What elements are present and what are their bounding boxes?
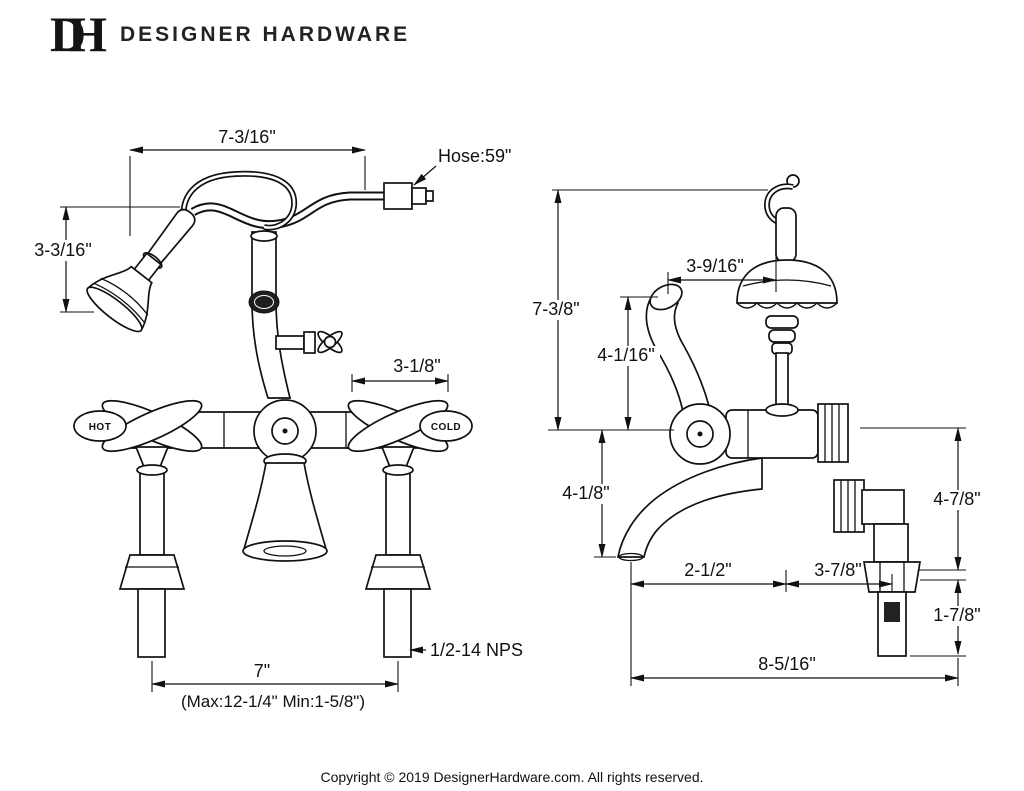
front-view: HOT COLD 7-3/16" Hose:59" 3-3/16" (31, 127, 523, 711)
dim-label-centers: 7" (254, 661, 270, 681)
side-shower-handle (775, 207, 797, 263)
dim-label-thread: 1/2-14 NPS (430, 640, 523, 660)
dim-label-total-height: 7-3/8" (532, 299, 579, 319)
dim-top-width: 7-3/16" (129, 127, 366, 236)
right-threaded-shank (383, 588, 412, 658)
shower-cradle (180, 170, 298, 233)
hot-label: HOT (89, 422, 112, 433)
dim-handle-width: 3-1/8" (351, 356, 449, 392)
dim-label-lower-height: 4-1/8" (562, 483, 609, 503)
cold-index-button (419, 410, 473, 442)
cold-handle: COLD (347, 399, 473, 453)
dim-label-handle-width: 3-1/8" (393, 356, 440, 376)
dim-spout-reach: 2-1/2" (630, 560, 787, 686)
center-escutcheon (253, 399, 317, 463)
header: DH DESIGNER HARDWARE (50, 6, 411, 62)
side-body-ridges (817, 403, 849, 463)
dim-label-spout-to-shank: 3-7/8" (814, 560, 861, 580)
callout-thread: 1/2-14 NPS (409, 640, 523, 660)
diverter-cross-handle (317, 330, 343, 354)
diverter-label-badge (248, 290, 280, 314)
side-threaded-shank (877, 591, 907, 657)
left-deck-flange (118, 554, 186, 590)
side-lever-handle (645, 283, 711, 414)
dim-label-centers-range: (Max:12-1/4" Min:1-5/8") (181, 692, 365, 711)
copyright-text: Copyright © 2019 DesignerHardware.com. A… (320, 769, 704, 785)
dim-lower-height: 4-1/8" (558, 429, 616, 558)
side-spout (616, 457, 763, 562)
dim-shank-length: 1-7/8" (910, 579, 990, 657)
shower-face (86, 286, 143, 333)
dim-head-height: 3-3/16" (31, 206, 180, 313)
hand-shower-hose (190, 182, 434, 230)
brand-name: DESIGNER HARDWARE (120, 22, 411, 46)
dim-right-height: 4-7/8" (860, 427, 990, 571)
brand-logo-icon: DH (50, 6, 107, 62)
side-shower-head (736, 259, 838, 304)
hand-shower (86, 208, 196, 333)
side-body (669, 403, 849, 465)
dim-label-upper-height: 4-1/16" (597, 345, 654, 365)
dim-upper-height: 4-1/16" (592, 296, 660, 431)
diverter-pipe (275, 335, 305, 350)
right-supply (364, 446, 432, 658)
right-deck-flange (364, 554, 432, 590)
hot-handle: HOT (73, 399, 203, 453)
riser-column (248, 230, 343, 399)
dim-label-hook-offset: 3-9/16" (686, 256, 743, 276)
dim-label-head-height: 3-3/16" (34, 240, 91, 260)
dim-centers: 7" (Max:12-1/4" Min:1-5/8") (151, 661, 399, 711)
dim-total-depth: 8-5/16" (630, 654, 959, 686)
dim-label-shank-length: 1-7/8" (933, 605, 980, 625)
dim-label-top-width: 7-3/16" (218, 127, 275, 147)
callout-hose: Hose:59" (413, 146, 511, 186)
side-escutcheon (669, 403, 731, 465)
dim-hook-offset: 3-9/16" (667, 254, 777, 294)
hose-connector (383, 182, 413, 210)
dim-label-spout-reach: 2-1/2" (684, 560, 731, 580)
cold-label: COLD (431, 422, 461, 433)
left-threaded-shank (137, 588, 166, 658)
dim-spout-to-shank: 3-7/8" (785, 560, 893, 592)
left-supply (118, 446, 186, 658)
dim-label-right-height: 4-7/8" (933, 489, 980, 509)
tub-spout (242, 453, 328, 562)
dim-label-hose: Hose:59" (438, 146, 511, 166)
shower-handle (145, 208, 196, 267)
side-view: 7-3/8" 4-1/16" 3-9/16" 4-1/8" (524, 174, 990, 686)
dim-total-height: 7-3/8" (524, 189, 768, 431)
hot-index-button (73, 410, 127, 442)
dim-label-total-depth: 8-5/16" (758, 654, 815, 674)
side-hand-shower (736, 207, 838, 414)
